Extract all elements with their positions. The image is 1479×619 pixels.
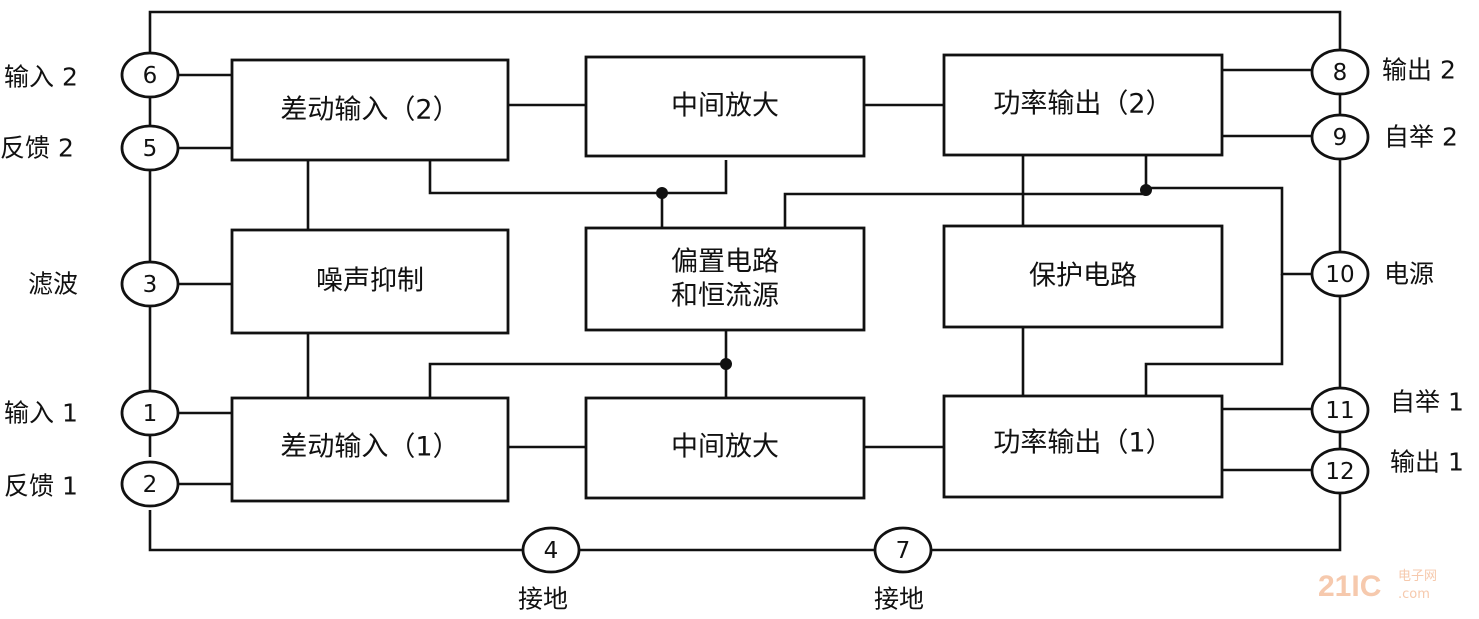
block-mid-amp-bottom: 中间放大 [584, 396, 866, 500]
svg-text:12: 12 [1325, 459, 1354, 485]
wire-diff2-bias [428, 160, 728, 195]
pin-6: 6 [120, 51, 180, 99]
label-ground-7: 接地 [874, 585, 924, 614]
block-protection: 保护电路 [942, 224, 1224, 329]
label-input-2: 输入 2 [4, 63, 78, 92]
pin-7: 7 [873, 526, 933, 574]
svg-text:8: 8 [1333, 60, 1348, 86]
svg-text:7: 7 [896, 538, 911, 564]
pin-labels: 输入 2 反馈 2 滤波 输入 1 反馈 1 输出 2 自举 2 电源 自举 1… [0, 56, 1464, 614]
label-output-1: 输出 1 [1390, 448, 1464, 477]
pin-2: 2 [120, 460, 180, 508]
svg-text:6: 6 [143, 63, 158, 89]
watermark-site: .com [1398, 587, 1430, 602]
pin-3: 3 [120, 260, 180, 308]
block-bias-current-source: 偏置电路 和恒流源 [584, 226, 866, 332]
block-diff-input-2: 差动输入（2） [230, 58, 510, 162]
pin-10: 10 [1310, 250, 1370, 298]
wire-power-to-bias [783, 192, 1146, 228]
wire-diff1-bias [428, 362, 726, 398]
label-bootstrap-1: 自举 1 [1390, 388, 1464, 417]
watermark-logo-text: 21IC [1318, 570, 1381, 603]
watermark-site-cn: 电子网 [1398, 569, 1437, 584]
label-ground-4: 接地 [518, 585, 568, 614]
svg-text:11: 11 [1325, 398, 1354, 424]
block-mid-amp-top: 中间放大 [584, 55, 866, 158]
block-label: 差动输入（2） [280, 95, 459, 126]
label-feedback-2: 反馈 2 [0, 134, 74, 163]
block-label: 中间放大 [671, 91, 779, 122]
pin-9: 9 [1310, 113, 1370, 161]
pin-4: 4 [521, 526, 581, 574]
svg-text:10: 10 [1325, 262, 1354, 288]
pin-8: 8 [1310, 48, 1370, 96]
block-label: 噪声抑制 [316, 266, 424, 297]
pin-11: 11 [1310, 386, 1370, 434]
svg-text:2: 2 [143, 472, 158, 498]
wire-power-to-out1 [1144, 274, 1284, 396]
block-label: 功率输出（2） [993, 89, 1172, 120]
wire-top-frame [148, 10, 1342, 53]
junction-bias-bottom [720, 358, 732, 370]
block-label: 差动输入（1） [280, 432, 459, 463]
block-power-output-1: 功率输出（1） [942, 394, 1224, 499]
svg-text:4: 4 [544, 538, 559, 564]
pin-1: 1 [120, 389, 180, 437]
block-power-output-2: 功率输出（2） [942, 53, 1224, 157]
label-bootstrap-2: 自举 2 [1384, 123, 1458, 152]
label-output-2: 输出 2 [1382, 56, 1456, 85]
block-label-line2: 和恒流源 [671, 281, 779, 312]
block-label: 中间放大 [671, 432, 779, 463]
label-filter: 滤波 [28, 270, 78, 299]
wire-power-rail [1146, 186, 1312, 276]
svg-text:1: 1 [143, 401, 158, 427]
watermark-logo: 21IC 电子网 .com [1318, 569, 1437, 603]
label-feedback-1: 反馈 1 [4, 472, 78, 501]
block-label: 保护电路 [1029, 261, 1137, 292]
block-diff-input-1: 差动输入（1） [230, 396, 510, 503]
svg-text:3: 3 [143, 272, 158, 298]
block-label: 功率输出（1） [993, 428, 1172, 459]
block-label-line1: 偏置电路 [671, 247, 779, 278]
wires [148, 10, 1342, 552]
label-power: 电源 [1384, 260, 1434, 289]
pin-5: 5 [120, 124, 180, 172]
junction-power [1140, 184, 1152, 196]
svg-text:5: 5 [143, 136, 158, 162]
junction-bias-top [656, 187, 668, 199]
block-noise-suppression: 噪声抑制 [230, 228, 510, 335]
label-input-1: 输入 1 [4, 399, 78, 428]
svg-text:9: 9 [1333, 125, 1348, 151]
pin-12: 12 [1310, 447, 1370, 495]
wire-bottom-frame [148, 493, 1342, 552]
